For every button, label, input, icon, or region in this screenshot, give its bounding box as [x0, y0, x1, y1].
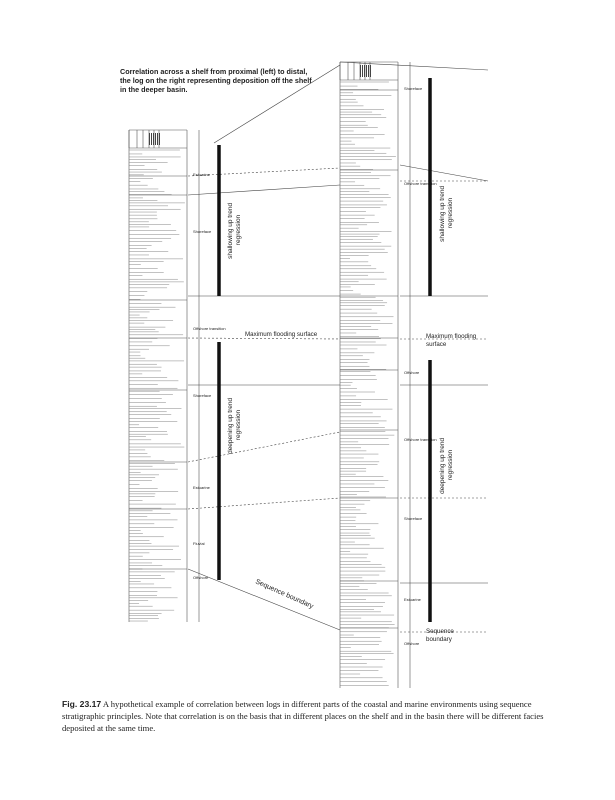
figure-caption: Fig. 23.17 A hypothetical example of cor…	[62, 698, 562, 734]
corr-line	[187, 497, 341, 510]
left-facies-label: Estuarine	[193, 172, 211, 177]
correlation-lines	[187, 61, 489, 633]
caption-text: A hypothetical example of correlation be…	[62, 699, 544, 733]
left-log-scale-mark	[153, 133, 154, 145]
corr-line-right-top	[339, 61, 489, 71]
log-columns	[128, 61, 411, 688]
left-facies-label: Estuarine	[193, 485, 211, 490]
corr-line-sequence-boundary	[187, 568, 341, 631]
right-log-scale-mark	[368, 65, 369, 77]
figure-title: Correlation across a shelf from proximal…	[120, 67, 312, 94]
right-log-scale-mark	[360, 65, 361, 77]
sb-label-right: Sequence boundary	[426, 628, 456, 643]
right-facies-label: Shoreface	[404, 86, 423, 91]
right-log-scale-mark	[362, 65, 363, 77]
right-log-scale-mark	[364, 65, 365, 77]
corr-line-mfs	[187, 337, 341, 340]
corr-line-right	[399, 164, 489, 182]
left-log-scale-mark	[151, 133, 152, 145]
left-facies-label-line: Offshore transition	[193, 326, 226, 331]
left-facies-label: Offshore transition	[193, 326, 226, 331]
figure-number: Fig. 23.17	[62, 699, 102, 709]
left-facies-label: Offshore	[193, 575, 209, 580]
left-log-scale-mark	[159, 133, 160, 145]
sb-label-left: Sequence boundary	[254, 578, 315, 610]
left-log-scale-mark	[155, 133, 156, 145]
right-log-scale-mark	[366, 65, 367, 77]
right-facies-label: Offshore	[404, 370, 420, 375]
right-facies-label: Offshore transition	[404, 181, 437, 186]
right-log-scale-mark	[370, 65, 371, 77]
corr-line-top	[213, 64, 341, 144]
corr-line	[187, 431, 341, 463]
left-trend-lower-text: deepening up trend regression	[227, 396, 242, 454]
right-facies-label: Offshore	[404, 641, 420, 646]
left-log-scale-mark	[157, 133, 158, 145]
left-facies-label: Shoreface	[193, 393, 212, 398]
corr-line	[187, 184, 341, 196]
right-trend-upper-text: shallowing up trend regression	[439, 184, 454, 242]
left-facies-label: Fluvial	[193, 541, 205, 546]
mfs-label-left: Maximum flooding surface	[245, 331, 318, 338]
right-facies-label: Estuarine	[404, 597, 422, 602]
left-facies-label: Shoreface	[193, 229, 212, 234]
right-facies-label: Shoreface	[404, 516, 423, 521]
right-facies-label: Offshore transition	[404, 437, 437, 442]
left-log-scale-mark	[149, 133, 150, 145]
left-trend-upper-text: shallowing up trend regression	[227, 201, 242, 259]
right-trend-lower-text: deepening up trend regression	[439, 436, 454, 494]
corr-line	[187, 167, 341, 177]
mfs-label-right: Maximum flooding surface	[426, 333, 478, 348]
